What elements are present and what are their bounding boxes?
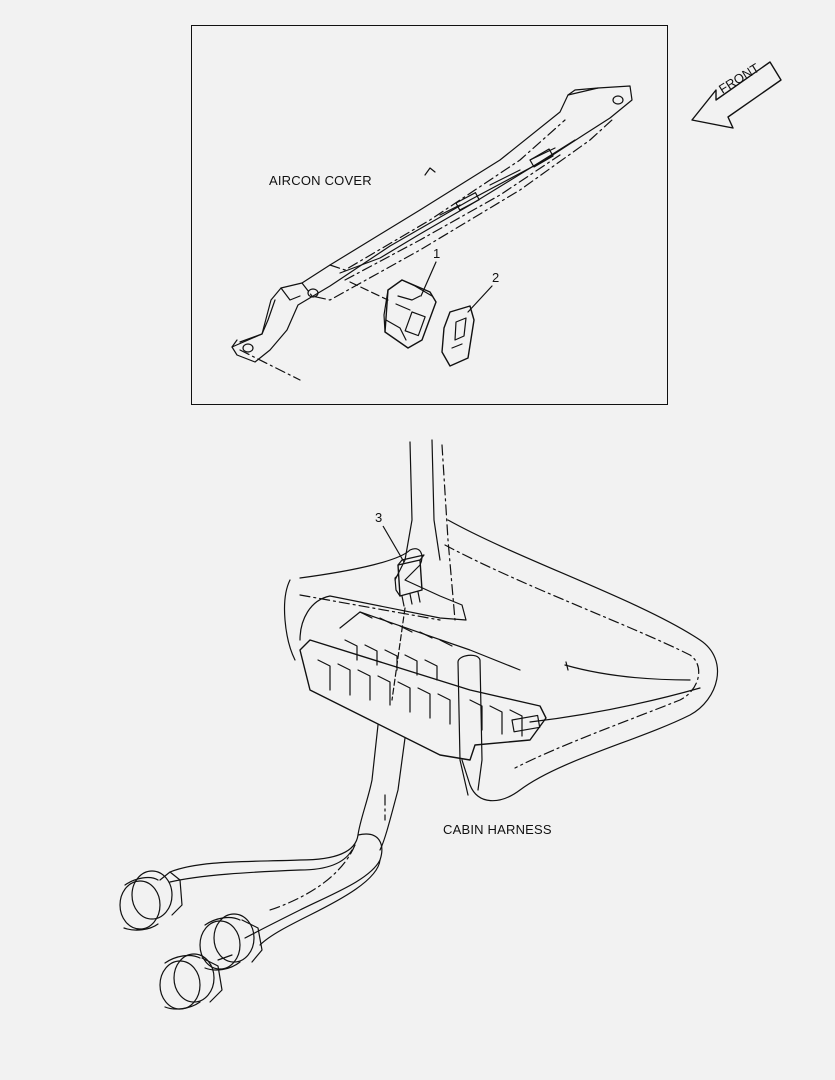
callout-3: 3 <box>375 510 383 525</box>
callout-1: 1 <box>433 246 441 261</box>
cap-item-2 <box>441 305 475 367</box>
leader-line-2 <box>467 285 493 313</box>
switch-item-1 <box>383 279 437 349</box>
front-arrow <box>691 61 782 129</box>
aircon-cover-label: AIRCON COVER <box>269 173 372 188</box>
aircon-cover <box>231 85 633 381</box>
cabin-harness-label: CABIN HARNESS <box>443 822 552 837</box>
harness-connector-upper-left <box>119 870 183 931</box>
harness-connector-lower <box>159 953 233 1010</box>
detail-frame <box>191 25 668 405</box>
callout-2: 2 <box>492 270 500 285</box>
leader-line-1 <box>420 261 437 297</box>
cabin-harness <box>169 439 718 946</box>
harness-connector-middle <box>199 913 263 971</box>
